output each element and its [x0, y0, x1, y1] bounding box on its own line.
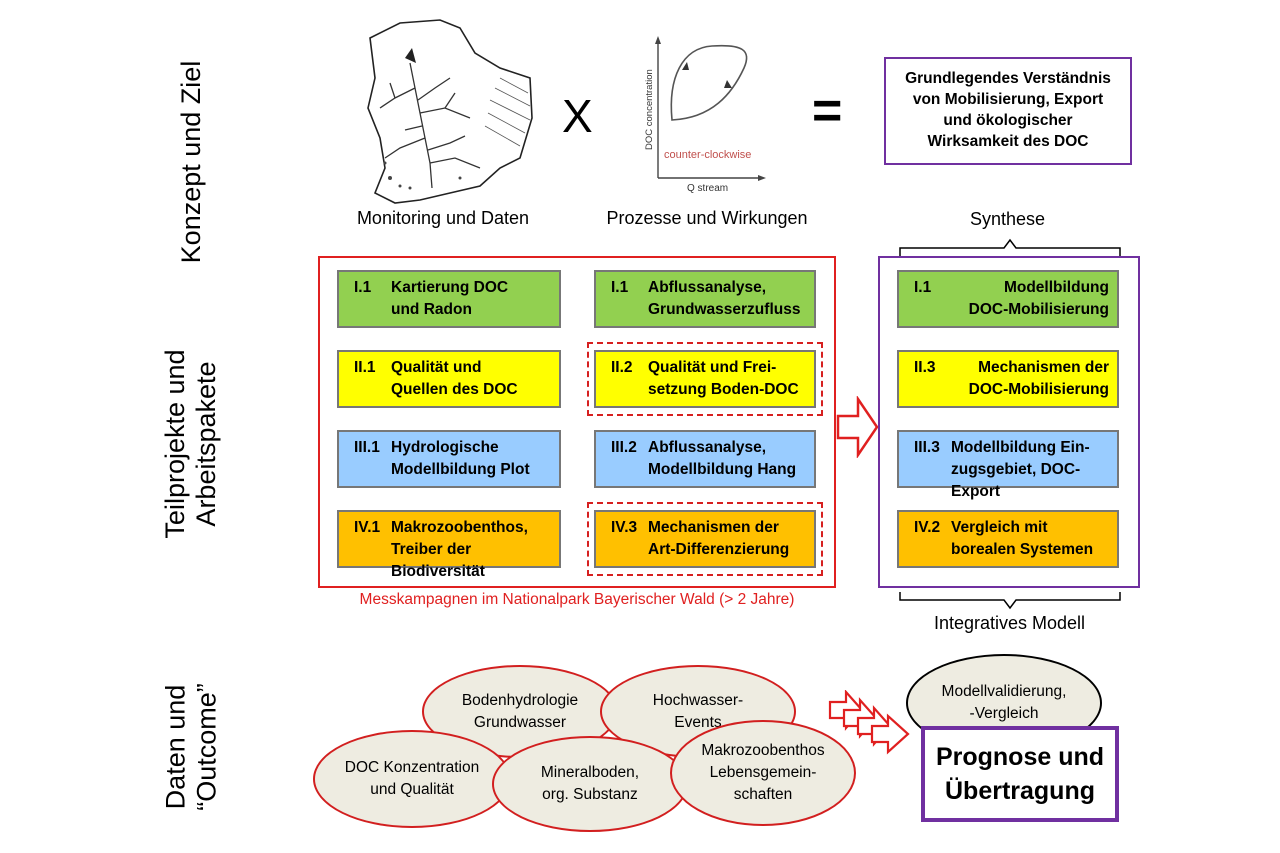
ellipse-makrozoobenthos: Makrozoobenthos Lebensgemein- schaften — [670, 720, 856, 826]
prognosis-box: Prognose und Übertragung — [921, 726, 1119, 822]
hysteresis-y-label: DOC concentration — [644, 69, 655, 150]
ellipse-mineralboden: Mineralboden, org. Substanz — [492, 736, 688, 832]
integrative-bracket — [899, 592, 1121, 610]
triple-arrow-icon — [828, 690, 910, 755]
row-label-subprojects: Teilprojekte und Arbeitspakete — [160, 349, 222, 539]
multiply-symbol: X — [562, 90, 593, 142]
right-arrow-icon — [836, 396, 879, 458]
catchment-map-image — [367, 19, 533, 204]
hysteresis-x-label: Q stream — [687, 183, 728, 194]
process-caption: Prozesse und Wirkungen — [606, 208, 808, 228]
campaign-caption: Messkampagnen im Nationalpark Bayerische… — [359, 591, 795, 608]
ellipse-doc-konzentration: DOC Konzentration und Qualität — [313, 730, 511, 828]
row-label-concept: Konzept und Ziel — [176, 60, 206, 264]
goal-box: Grundlegendes Verständnis von Mobilisier… — [884, 57, 1132, 165]
equals-symbol: = — [812, 82, 843, 140]
work-packages-container — [318, 256, 836, 588]
hysteresis-label: counter-clockwise — [664, 149, 751, 161]
wp-col2-4-dashed-outline — [587, 502, 823, 576]
monitoring-caption: Monitoring und Daten — [356, 208, 530, 228]
hysteresis-plot: DOC concentration counter-clockwise Q st… — [644, 36, 766, 194]
wp-col2-2-dashed-outline — [587, 342, 823, 416]
row-label-data: Daten und “Outcome” — [160, 683, 222, 811]
synthesis-caption: Synthese — [969, 209, 1046, 229]
synthesis-bracket — [899, 238, 1121, 256]
integrative-caption: Integratives Modell — [933, 613, 1086, 633]
synthesis-container — [878, 256, 1140, 588]
